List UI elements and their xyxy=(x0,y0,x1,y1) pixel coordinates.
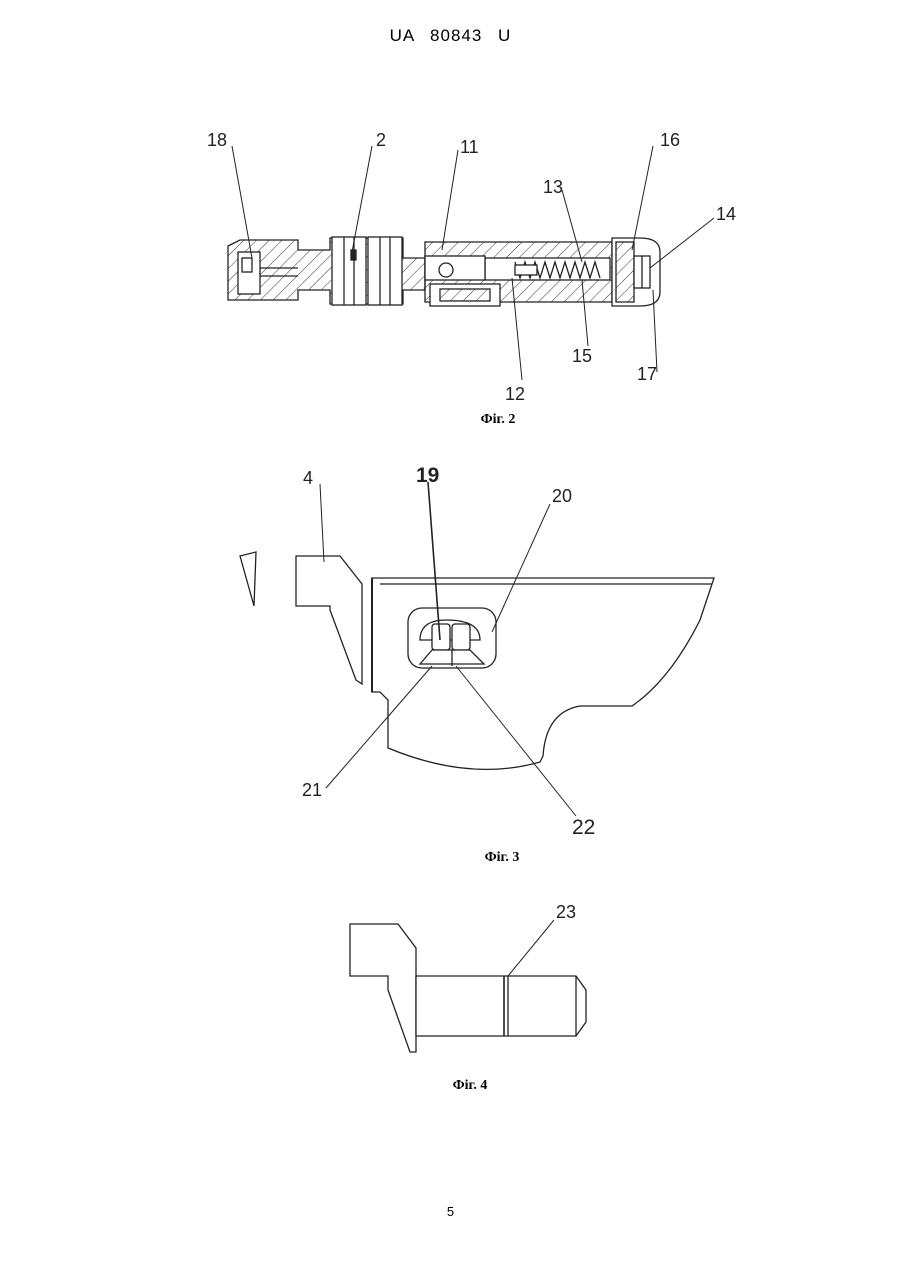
label-21: 21 xyxy=(302,780,322,800)
figure-4-drawing xyxy=(350,920,586,1052)
label-14: 14 xyxy=(716,204,736,224)
label-23: 23 xyxy=(556,902,576,922)
label-13: 13 xyxy=(543,177,563,197)
label-12: 12 xyxy=(505,384,525,404)
label-20: 20 xyxy=(552,486,572,506)
label-2: 2 xyxy=(376,130,386,150)
label-18: 18 xyxy=(207,130,227,150)
label-19: 19 xyxy=(416,464,439,487)
label-16: 16 xyxy=(660,130,680,150)
figure-3-drawing xyxy=(240,482,714,816)
figure-4-caption: Фіг. 4 xyxy=(410,1078,530,1094)
figure-2-drawing xyxy=(228,146,714,380)
page-number: 5 xyxy=(0,1204,901,1219)
label-15: 15 xyxy=(572,346,592,366)
figure-3-caption: Фіг. 3 xyxy=(442,850,562,866)
label-17: 17 xyxy=(637,364,657,384)
label-11: 11 xyxy=(460,137,479,157)
label-4: 4 xyxy=(303,468,313,488)
label-22: 22 xyxy=(572,816,595,839)
figure-2-caption: Фіг. 2 xyxy=(438,412,558,428)
